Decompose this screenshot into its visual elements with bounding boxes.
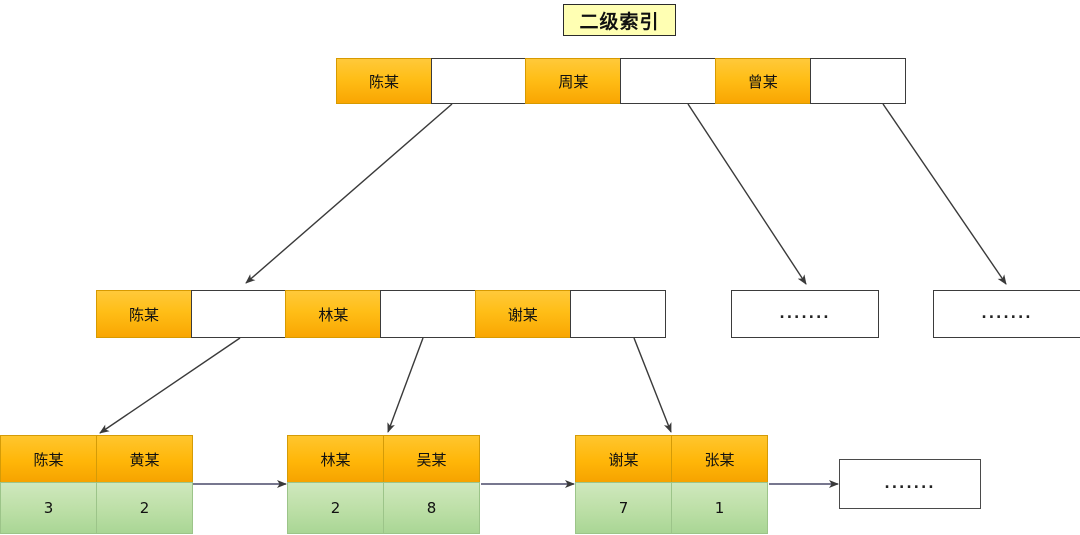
edge-root-to-node3: [882, 103, 1007, 285]
root-cell-ptr-1[interactable]: [620, 58, 717, 104]
root-key-label-2: 曾某: [747, 72, 778, 91]
leaf3-value-cell-0[interactable]: 7: [575, 482, 672, 534]
leaf2-key-cell-1[interactable]: 吴某: [383, 435, 480, 483]
level2-node3-label: .......: [981, 306, 1033, 322]
level2-node1-key-label-1: 林某: [318, 305, 349, 324]
level2-node-2[interactable]: .......: [731, 290, 879, 338]
leaf1-value-label-1: 2: [139, 499, 150, 517]
leaf1-key-cell-1[interactable]: 黄某: [96, 435, 193, 483]
root-cell-ptr-2[interactable]: [809, 58, 906, 104]
root-key-label-0: 陈某: [368, 72, 399, 91]
leaf3-key-cell-1[interactable]: 张某: [671, 435, 768, 483]
level2-node1-key-label-0: 陈某: [128, 305, 159, 324]
leaf3-value-row: 7 1: [575, 482, 768, 534]
level2-node1-cell-ptr-1[interactable]: [380, 290, 477, 338]
root-node[interactable]: 陈某 周某 曾某: [336, 58, 906, 104]
edge-root-to-node1: [245, 103, 453, 284]
level2-node2-label: .......: [779, 306, 831, 322]
leaf1-key-row: 陈某 黄某: [0, 435, 193, 483]
edge-node1-to-leaf2: [387, 337, 424, 433]
leaf1-value-cell-0[interactable]: 3: [0, 482, 97, 534]
leaf1-value-label-0: 3: [43, 499, 54, 517]
leaf3-value-label-0: 7: [618, 499, 629, 517]
leaf2-value-row: 2 8: [287, 482, 480, 534]
leaf1-key-cell-0[interactable]: 陈某: [0, 435, 97, 483]
leaf-node-1[interactable]: 陈某 黄某 3 2: [0, 435, 193, 534]
root-key-label-1: 周某: [558, 72, 589, 91]
level2-node-1[interactable]: 陈某 林某 谢某: [96, 290, 666, 338]
edge-root-to-node2: [687, 103, 807, 285]
root-cell-key-2[interactable]: 曾某: [714, 58, 811, 104]
level2-node1-cell-key-0[interactable]: 陈某: [96, 290, 192, 338]
leaf2-value-cell-1[interactable]: 8: [383, 482, 480, 534]
leaf2-value-label-0: 2: [330, 499, 341, 517]
leaf1-value-cell-1[interactable]: 2: [96, 482, 193, 534]
leaf2-key-cell-0[interactable]: 林某: [287, 435, 384, 483]
root-cell-key-1[interactable]: 周某: [525, 58, 622, 104]
leaf2-key-label-0: 林某: [320, 450, 351, 469]
leaf-tail-label: .......: [884, 476, 936, 492]
leaf2-key-row: 林某 吴某: [287, 435, 480, 483]
level2-node1-cell-key-1[interactable]: 林某: [285, 290, 382, 338]
level2-node2-ellipsis-cell[interactable]: .......: [731, 290, 879, 338]
level2-node-3[interactable]: .......: [933, 290, 1080, 338]
leaf2-key-label-1: 吴某: [416, 450, 447, 469]
leaf-node-2[interactable]: 林某 吴某 2 8: [287, 435, 480, 534]
page-title: 二级索引: [563, 4, 676, 36]
leaf2-value-cell-0[interactable]: 2: [287, 482, 384, 534]
edge-node1-to-leaf3: [633, 337, 672, 433]
leaf3-key-label-0: 谢某: [608, 450, 639, 469]
level2-node1-cell-ptr-2[interactable]: [569, 290, 666, 338]
level2-node1-cell-key-2[interactable]: 谢某: [474, 290, 571, 338]
leaf1-key-label-1: 黄某: [129, 450, 160, 469]
leaf1-value-row: 3 2: [0, 482, 193, 534]
root-cell-key-0[interactable]: 陈某: [336, 58, 432, 104]
leaf3-key-row: 谢某 张某: [575, 435, 768, 483]
level2-node3-ellipsis-cell[interactable]: .......: [933, 290, 1080, 338]
leaf1-key-label-0: 陈某: [33, 450, 64, 469]
leaf3-value-label-1: 1: [714, 499, 725, 517]
level2-node1-key-label-2: 谢某: [507, 305, 538, 324]
leaf3-key-cell-0[interactable]: 谢某: [575, 435, 672, 483]
leaf3-value-cell-1[interactable]: 1: [671, 482, 768, 534]
leaf2-value-label-1: 8: [426, 499, 437, 517]
edge-node1-to-leaf1: [99, 337, 241, 434]
leaf-tail-ellipsis-box[interactable]: .......: [839, 459, 981, 509]
root-cell-ptr-0[interactable]: [430, 58, 527, 104]
leaf3-key-label-1: 张某: [704, 450, 735, 469]
leaf-node-3[interactable]: 谢某 张某 7 1: [575, 435, 768, 534]
level2-node1-cell-ptr-0[interactable]: [190, 290, 287, 338]
